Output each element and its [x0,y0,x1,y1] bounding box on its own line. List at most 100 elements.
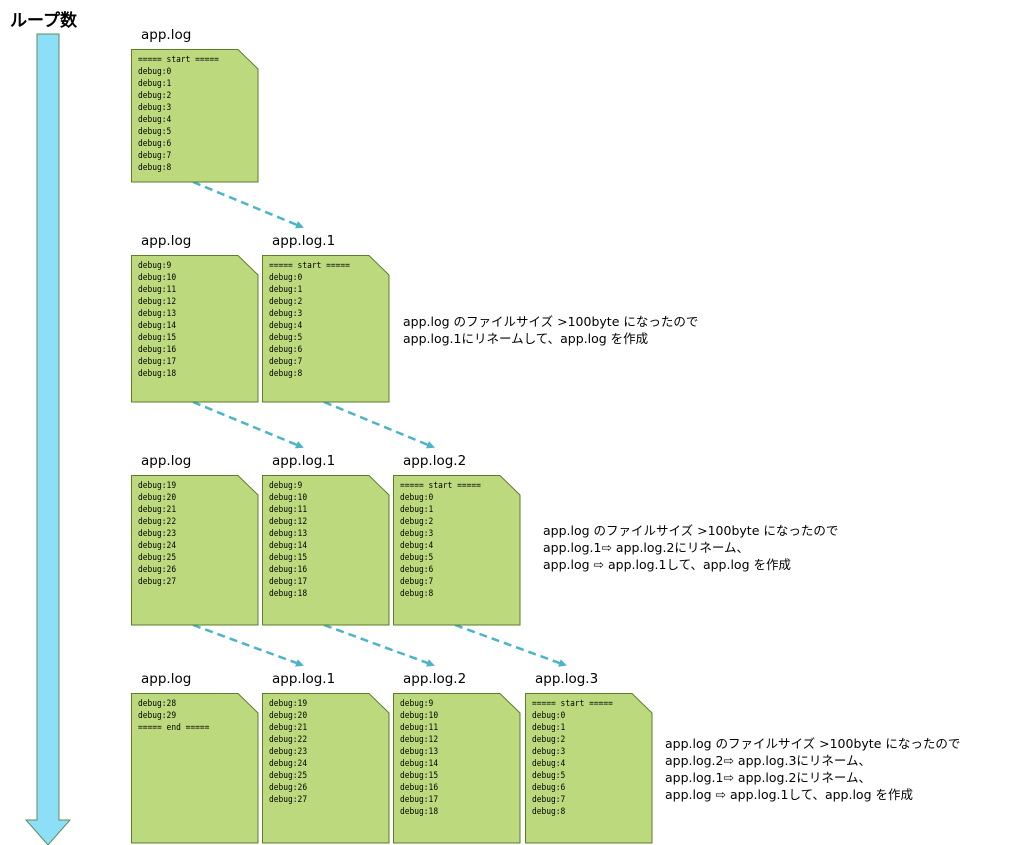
log-line: debug:9 [138,261,172,271]
log-line: debug:17 [400,795,439,805]
rotation-dashed-arrow [192,623,304,667]
loop-count-title: ループ数 [10,11,77,31]
document-shape-icon [131,49,259,183]
log-line: debug:10 [269,493,308,503]
log-line: debug:7 [532,795,566,805]
log-line: debug:22 [269,735,308,745]
log-line: debug:5 [269,333,303,343]
log-line: debug:14 [269,541,308,551]
log-line: debug:7 [400,577,434,587]
log-line: ===== start ===== [269,261,350,271]
log-line: debug:8 [138,163,172,173]
log-line: debug:0 [138,67,172,77]
log-line: ===== end ===== [138,723,210,733]
log-line: debug:20 [138,493,177,503]
note-line: app.log.2⇨ app.log.3にリネーム、 [665,753,872,768]
log-line: debug:12 [138,297,177,307]
log-line: debug:7 [138,151,172,161]
log-line: debug:2 [400,517,434,527]
file-name-label: app.log.3 [535,671,599,687]
log-line: debug:9 [400,699,434,709]
note-line: app.log のファイルサイズ >100byte になったので [403,314,699,329]
log-line: debug:17 [138,357,177,367]
log-line: debug:4 [138,115,172,125]
log-line: debug:13 [400,747,439,757]
log-line: debug:28 [138,699,177,709]
log-line: debug:14 [400,759,439,769]
log-line: debug:27 [138,577,177,587]
log-line: debug:21 [269,723,308,733]
log-line: debug:16 [400,783,439,793]
log-line: debug:0 [400,493,434,503]
log-line: debug:21 [138,505,177,515]
log-line: debug:13 [269,529,308,539]
log-line: ===== start ===== [138,55,219,65]
log-line: debug:5 [532,771,566,781]
log-line: debug:7 [269,357,303,367]
log-line: debug:27 [269,795,308,805]
log-line: debug:2 [532,735,566,745]
log-line: debug:17 [269,577,308,587]
log-line: debug:15 [138,333,177,343]
file-name-label: app.log.2 [403,453,467,469]
document-shape-icon [393,475,521,626]
log-line: debug:25 [269,771,308,781]
note-line: app.log ⇨ app.log.1して、app.log を作成 [665,787,913,802]
log-line: debug:11 [138,285,177,295]
log-line: debug:23 [269,747,308,757]
log-line: debug:20 [269,711,308,721]
log-line: debug:10 [400,711,439,721]
log-line: debug:13 [138,309,177,319]
file-name-label: app.log [141,671,192,687]
rotation-dashed-arrow [454,623,567,667]
document-shape-icon [525,693,653,844]
log-line: debug:1 [400,505,434,515]
log-line: debug:18 [138,369,177,379]
log-line: debug:3 [269,309,303,319]
log-line: debug:1 [269,285,303,295]
log-line: debug:0 [269,273,303,283]
rotation-note: app.log のファイルサイズ >100byte になったので app.log.… [403,313,698,347]
file-name-label: app.log.1 [272,453,336,469]
log-line: debug:3 [138,103,172,113]
note-line: app.log のファイルサイズ >100byte になったので [543,523,839,538]
log-line: debug:4 [532,759,566,769]
log-line: debug:4 [269,321,303,331]
log-line: debug:8 [400,589,434,599]
log-line: debug:19 [269,699,308,709]
file-name-label: app.log.2 [403,671,467,687]
log-line: debug:2 [138,91,172,101]
log-line: debug:1 [532,723,566,733]
document-shape-icon [131,693,259,844]
log-line: debug:6 [138,139,172,149]
file-name-label: app.log [141,233,192,249]
log-line: debug:8 [532,807,566,817]
document-shape-icon [262,693,390,844]
log-line: debug:26 [138,565,177,575]
log-line: debug:22 [138,517,177,527]
log-line: debug:16 [138,345,177,355]
note-line: app.log.1にリネームして、app.log を作成 [403,331,649,346]
log-line: debug:6 [269,345,303,355]
log-line: debug:18 [269,589,308,599]
log-line: debug:24 [269,759,308,769]
file-name-label: app.log [141,27,192,43]
log-line: debug:9 [269,481,303,491]
log-line: debug:6 [400,565,434,575]
rotation-dashed-arrow [192,400,304,449]
log-line: debug:16 [269,565,308,575]
